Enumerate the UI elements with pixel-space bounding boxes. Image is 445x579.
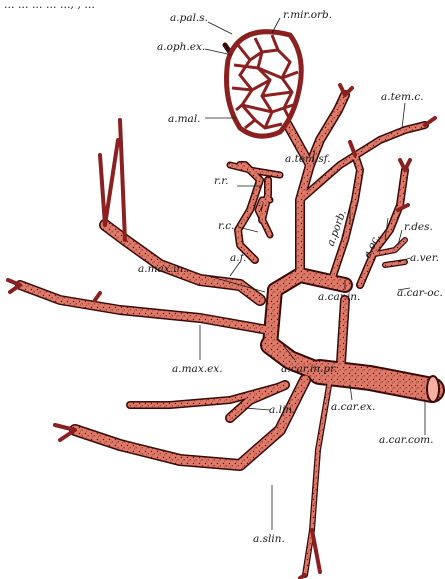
label-r-des: r.des. [404, 221, 433, 233]
label-a-car-com: a.car.com. [379, 434, 433, 446]
label-a-slin: a.slin. [253, 533, 285, 545]
tip-max-in-fork [100, 120, 125, 240]
label-a-tem-sf: a.tem.sf. [285, 153, 331, 165]
label-r-c: r.c. [218, 220, 234, 232]
label-a-max-in: a.max.in. [138, 263, 187, 275]
tip-porb [350, 142, 355, 155]
label-a-car-ex: a.car.ex. [331, 401, 375, 413]
label-a-mal: a.mal. [168, 113, 201, 125]
label-a-car-oc: a.car-oc. [397, 287, 443, 299]
label-a-f: a.f. [230, 252, 246, 264]
label-a-car-in-pr: a.car.in.pr. [281, 363, 337, 375]
label-a-pal-s: a.pal.s. [170, 12, 208, 24]
label-r-mir-orb: r.mir.orb. [283, 9, 332, 21]
label-r-r: r.r. [214, 175, 228, 187]
label-a-car-in: a.car.in. [318, 291, 360, 303]
rete-mirabile [227, 32, 302, 136]
vessel-tree [8, 45, 439, 578]
label-a-lin: a.lin. [269, 404, 295, 416]
label-a-tem-c: a.tem.c. [381, 91, 424, 103]
label-a-oph-ex: a.oph.ex. [157, 41, 205, 53]
tip-slin-fork [55, 425, 75, 440]
label-a-ver: a.ver. [410, 252, 439, 264]
caption-top: ... ... ... ... ..., , ... [4, 0, 95, 11]
label-a-max-ex: a.max.ex. [172, 363, 223, 375]
vessel-cut-end [427, 376, 439, 402]
